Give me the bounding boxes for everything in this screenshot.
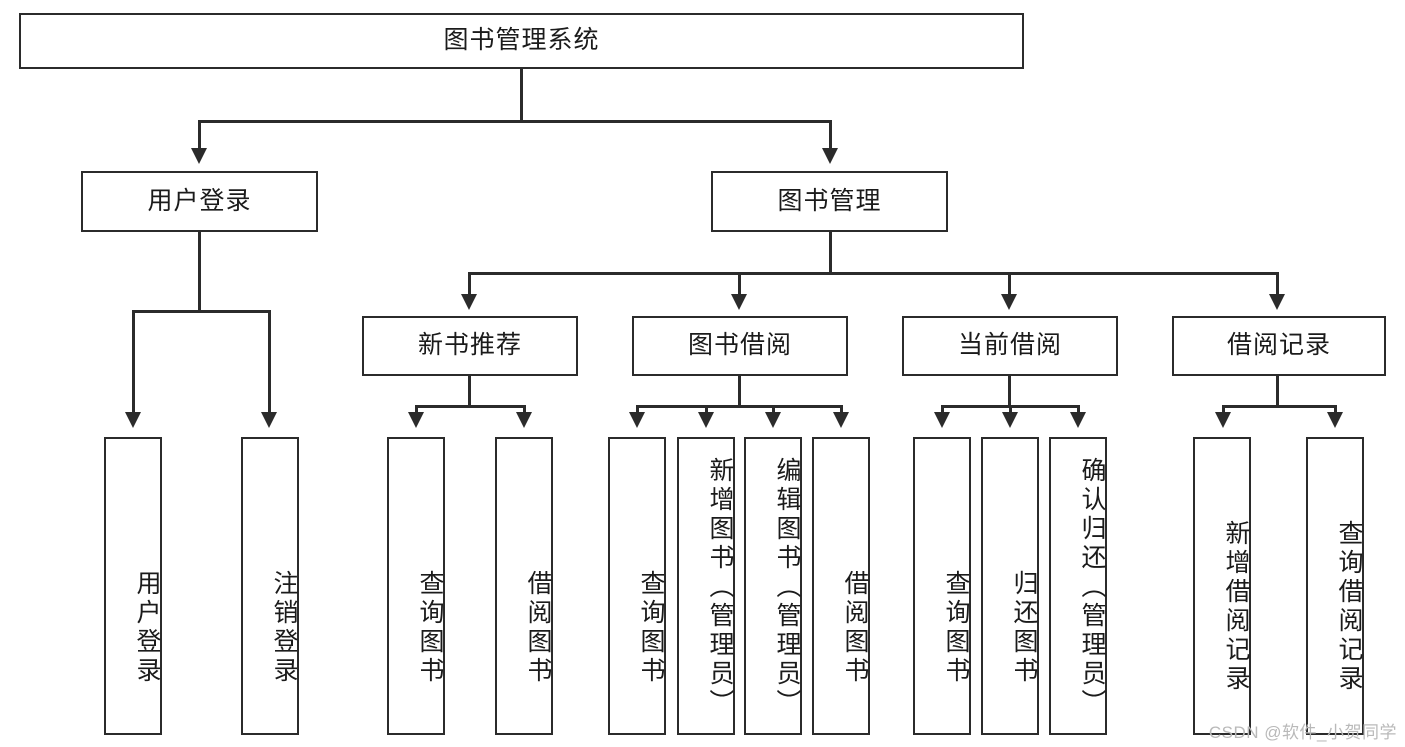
arrowhead-leaf-edit-book: [765, 412, 781, 428]
node-label: 查询图书: [637, 570, 665, 686]
node-label: 借阅记录: [1226, 331, 1331, 360]
node-label: 查询借阅记录: [1335, 520, 1363, 694]
arrowhead-leaf-query-record: [1327, 412, 1343, 428]
edge-book-borrow-stem: [738, 376, 741, 407]
edge-current-borrow-to-leaf3: [1077, 405, 1080, 415]
arrowhead-leaf-add-book: [698, 412, 714, 428]
leaf-node-add-book-admin[interactable]: 新增图书（管理员）: [677, 437, 735, 735]
node-borrow-record[interactable]: 借阅记录: [1172, 316, 1386, 376]
arrowhead-leaf-user-login: [125, 412, 141, 428]
node-book-borrow[interactable]: 图书借阅: [632, 316, 848, 376]
node-label: 新书推荐: [417, 331, 522, 360]
edge-user-login-stem: [198, 232, 201, 312]
edge-current-borrow-to-leaf2: [1009, 405, 1012, 415]
leaf-node-add-borrow-record[interactable]: 新增借阅记录: [1193, 437, 1251, 735]
node-label: 归还图书: [1010, 570, 1038, 686]
edge-current-borrow-stem: [1008, 376, 1011, 407]
node-label: 编辑图书（管理员）: [773, 457, 801, 718]
node-label: 用户登录: [147, 186, 252, 215]
arrowhead-new-book-rec: [461, 294, 477, 310]
edge-new-book-rec-stem: [468, 376, 471, 407]
node-label: 注销登录: [270, 570, 298, 686]
arrowhead-leaf-confirm-return: [1070, 412, 1086, 428]
edge-book-borrow-to-leaf1: [636, 405, 639, 415]
node-book-management[interactable]: 图书管理: [711, 171, 948, 232]
edge-user-login-to-leaf2: [268, 310, 271, 413]
arrowhead-leaf-borrow-book-1: [516, 412, 532, 428]
arrowhead-book-borrow: [731, 294, 747, 310]
edge-book-manage-to-borrow-record: [1276, 272, 1279, 295]
arrowhead-leaf-borrow-book-2: [833, 412, 849, 428]
node-label: 借阅图书: [841, 570, 869, 686]
arrowhead-leaf-add-record: [1215, 412, 1231, 428]
edge-book-manage-to-new-book-rec: [468, 272, 471, 295]
leaf-node-query-book-2[interactable]: 查询图书: [608, 437, 666, 735]
edge-user-login-to-leaf1: [132, 310, 135, 413]
edge-new-book-rec-to-leaf2: [523, 405, 526, 415]
edge-borrow-record-to-leaf2: [1334, 405, 1337, 415]
arrowhead-current-borrow: [1001, 294, 1017, 310]
node-root-book-management-system[interactable]: 图书管理系统: [19, 13, 1024, 69]
arrowhead-user-login: [191, 148, 207, 164]
arrowhead-leaf-logout-login: [261, 412, 277, 428]
edge-book-manage-stem: [829, 232, 832, 274]
edge-root-to-book-manage: [829, 120, 832, 150]
node-label: 用户登录: [133, 570, 161, 686]
edge-book-borrow-to-leaf2: [705, 405, 708, 415]
edge-borrow-record-to-leaf1: [1222, 405, 1225, 415]
edge-book-borrow-bus: [636, 405, 842, 408]
node-current-borrow[interactable]: 当前借阅: [902, 316, 1118, 376]
edge-root-to-user-login: [198, 120, 201, 150]
node-label: 图书借阅: [687, 331, 792, 360]
edge-current-borrow-to-leaf1: [941, 405, 944, 415]
node-label: 查询图书: [942, 570, 970, 686]
node-label: 新增借阅记录: [1222, 520, 1250, 694]
arrowhead-leaf-query-book-1: [408, 412, 424, 428]
leaf-node-query-book-3[interactable]: 查询图书: [913, 437, 971, 735]
arrowhead-leaf-return-book: [1002, 412, 1018, 428]
leaf-node-edit-book-admin[interactable]: 编辑图书（管理员）: [744, 437, 802, 735]
edge-root-stem: [520, 69, 523, 121]
arrowhead-leaf-query-book-2: [629, 412, 645, 428]
arrowhead-book-manage: [822, 148, 838, 164]
edge-root-bus: [198, 120, 832, 123]
edge-borrow-record-stem: [1276, 376, 1279, 407]
arrowhead-leaf-query-book-3: [934, 412, 950, 428]
node-label: 查询图书: [416, 570, 444, 686]
edge-user-login-bus: [132, 310, 270, 313]
node-label: 图书管理系统: [443, 26, 600, 55]
node-label: 图书管理: [777, 186, 882, 215]
node-label: 确认归还（管理员）: [1078, 457, 1106, 718]
node-label: 新增图书（管理员）: [706, 457, 734, 718]
edge-book-manage-to-book-borrow: [738, 272, 741, 295]
node-user-login[interactable]: 用户登录: [81, 171, 318, 232]
edge-book-manage-bus: [468, 272, 1278, 275]
leaf-node-confirm-return-admin[interactable]: 确认归还（管理员）: [1049, 437, 1107, 735]
leaf-node-return-book[interactable]: 归还图书: [981, 437, 1039, 735]
node-new-book-recommend[interactable]: 新书推荐: [362, 316, 578, 376]
leaf-node-query-book-1[interactable]: 查询图书: [387, 437, 445, 735]
leaf-node-borrow-book-1[interactable]: 借阅图书: [495, 437, 553, 735]
edge-book-borrow-to-leaf3: [772, 405, 775, 415]
node-label: 借阅图书: [524, 570, 552, 686]
arrowhead-borrow-record: [1269, 294, 1285, 310]
leaf-node-query-borrow-record[interactable]: 查询借阅记录: [1306, 437, 1364, 735]
leaf-node-borrow-book-2[interactable]: 借阅图书: [812, 437, 870, 735]
leaf-node-logout-login[interactable]: 注销登录: [241, 437, 299, 735]
edge-new-book-rec-to-leaf1: [415, 405, 418, 415]
node-label: 当前借阅: [957, 331, 1062, 360]
edge-new-book-rec-bus: [415, 405, 525, 408]
edge-borrow-record-bus: [1222, 405, 1336, 408]
edge-book-borrow-to-leaf4: [840, 405, 843, 415]
leaf-node-user-login[interactable]: 用户登录: [104, 437, 162, 735]
edge-book-manage-to-current-borrow: [1008, 272, 1011, 295]
